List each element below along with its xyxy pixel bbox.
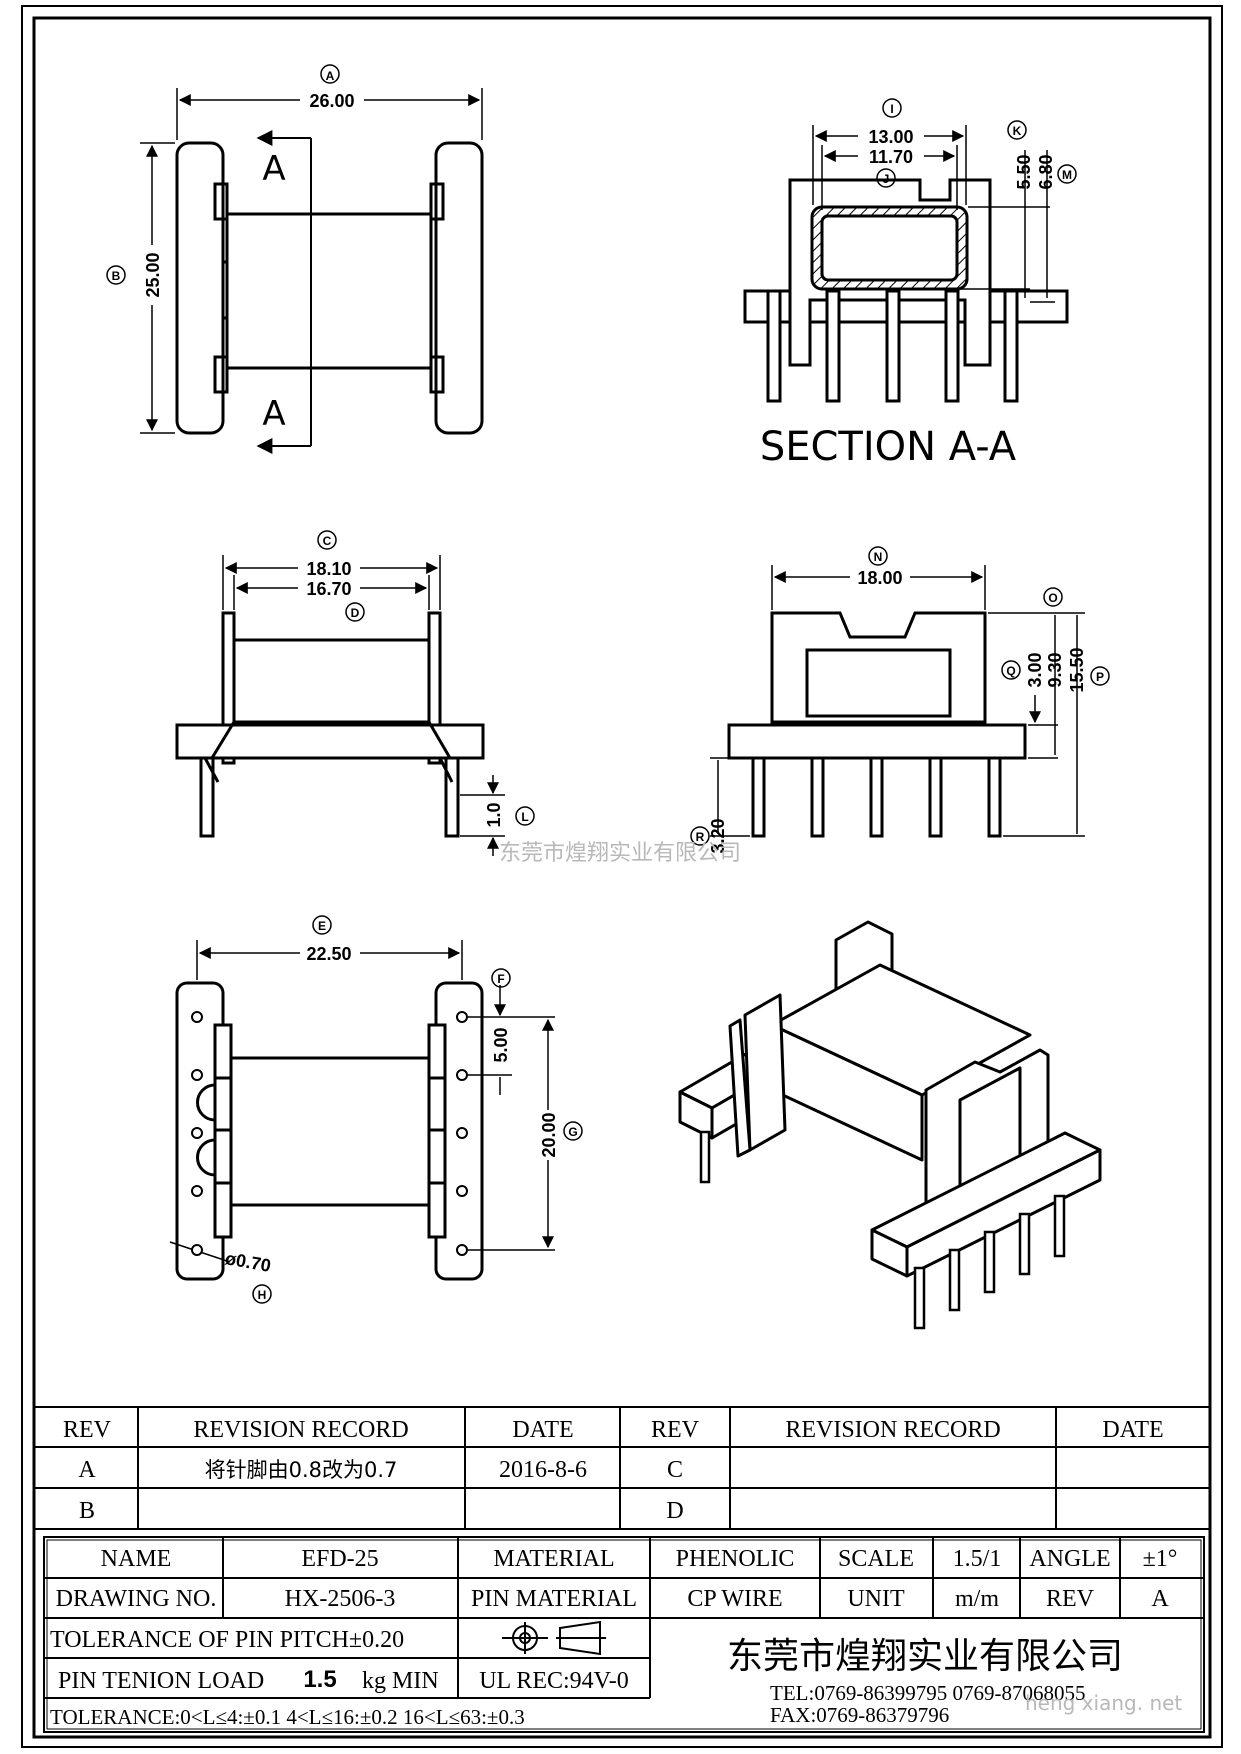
dim-o: 9.30 — [1045, 652, 1065, 687]
revision-table-text: REV REVISION RECORD DATE REV REVISION RE… — [63, 1417, 1164, 1524]
dim-k: 5.50 — [1014, 154, 1034, 189]
ref-q: Q — [1006, 664, 1015, 678]
dim-m: 6.80 — [1036, 154, 1056, 189]
dim-f: 5.00 — [491, 1027, 511, 1062]
bottom-view-labels: E 22.50 F 5.00 20.00 G ø0.70 H — [224, 915, 583, 1304]
dim-a: 26.00 — [309, 91, 354, 111]
dim-c: 18.10 — [306, 559, 351, 579]
front-view — [710, 565, 1085, 838]
side-view — [175, 555, 505, 856]
name-label: NAME — [101, 1546, 172, 1572]
title-block-text: NAME EFD-25 MATERIAL PHENOLIC SCALE 1.5/… — [50, 1546, 1182, 1729]
date-header-2: DATE — [1102, 1417, 1163, 1443]
drawing-no-label: DRAWING NO. — [56, 1586, 217, 1612]
bottom-view-pins — [191, 1011, 468, 1256]
dim-n: 18.00 — [857, 568, 902, 588]
dim-r: 3.20 — [708, 818, 728, 853]
front-view-labels: N 18.00 O Q 3.00 9.30 15.50 P R 3.20 — [690, 546, 1110, 854]
inner-border — [32, 16, 1212, 1739]
pin-load-label: PIN TENION LOAD — [58, 1668, 264, 1694]
unit-label: UNIT — [847, 1586, 905, 1612]
ref-g: G — [568, 1125, 577, 1139]
pin-material-label: PIN MATERIAL — [471, 1586, 637, 1612]
ref-d: D — [351, 606, 360, 620]
dim-h: ø0.70 — [224, 1248, 273, 1276]
section-mark-bottom: A — [262, 394, 285, 434]
projection-symbol-icon — [502, 1620, 606, 1656]
side-view-labels: C 18.10 16.70 D 1.0 L — [306, 530, 535, 828]
scale-label: SCALE — [838, 1546, 914, 1572]
scale-value: 1.5/1 — [953, 1546, 1002, 1572]
pin-load-value: 1.5 — [303, 1666, 336, 1693]
material-label: MATERIAL — [493, 1546, 614, 1572]
ref-e: E — [318, 919, 326, 933]
dim-g: 20.00 — [539, 1112, 559, 1157]
rev-a-record: 将针脚由0.8改为0.7 — [205, 1458, 398, 1482]
rev-b: B — [79, 1498, 95, 1524]
pin-material-value: CP WIRE — [687, 1586, 782, 1612]
pin-load-unit: kg MIN — [362, 1668, 439, 1694]
ref-k: K — [1013, 124, 1022, 138]
company-fax: FAX:0769-86379796 — [770, 1703, 949, 1727]
rev-a-date: 2016-8-6 — [499, 1457, 587, 1483]
unit-value: m/m — [955, 1586, 999, 1612]
pitch-tolerance: TOLERANCE OF PIN PITCH±0.20 — [50, 1627, 404, 1653]
ref-m: M — [1062, 168, 1072, 182]
dim-i: 13.00 — [868, 127, 913, 147]
dim-d: 16.70 — [306, 579, 351, 599]
date-header-1: DATE — [512, 1417, 573, 1443]
drawing-no-value: HX-2506-3 — [285, 1586, 396, 1612]
general-tolerance: TOLERANCE:0<L≤4:±0.1 4<L≤16:±0.2 16<L≤63… — [50, 1705, 525, 1729]
section-mark-top: A — [262, 149, 285, 189]
rev-value: A — [1151, 1586, 1169, 1612]
rev-c: C — [667, 1457, 683, 1483]
ref-o: O — [1048, 591, 1057, 605]
record-header-2: REVISION RECORD — [785, 1417, 1000, 1443]
ref-f: F — [497, 972, 504, 986]
rev-d: D — [666, 1498, 683, 1524]
watermark-site: heng xiang. net — [1025, 1691, 1182, 1715]
ref-c: C — [323, 534, 332, 548]
rev-header-2: REV — [651, 1417, 700, 1443]
ref-l: L — [521, 810, 528, 824]
company-name: 东莞市煌翔实业有限公司 — [727, 1636, 1123, 1677]
dim-e: 22.50 — [306, 944, 351, 964]
dim-q: 3.00 — [1025, 652, 1045, 687]
watermark-company: 东莞市煌翔实业有限公司 — [499, 841, 741, 866]
title-block-grid — [43, 1536, 1205, 1733]
ref-n: N — [874, 550, 883, 564]
dim-b: 25.00 — [143, 252, 163, 297]
revision-table — [33, 1406, 1211, 1530]
ref-j: J — [883, 172, 890, 186]
angle-label: ANGLE — [1029, 1546, 1110, 1572]
bottom-view — [169, 940, 555, 1281]
record-header-1: REVISION RECORD — [193, 1417, 408, 1443]
isometric-view — [678, 920, 1102, 1278]
dim-l: 1.0 — [484, 802, 504, 827]
company-tel: TEL:0769-86399795 0769-87068055 — [770, 1681, 1086, 1705]
ref-r: R — [696, 830, 705, 844]
top-view — [140, 88, 484, 454]
angle-value: ±1° — [1143, 1546, 1178, 1572]
section-view-labels: I 13.00 11.70 J K 5.50 6.80 M SECTION A-… — [760, 98, 1077, 470]
rev-a: A — [78, 1457, 96, 1483]
ul-rating: UL REC:94V-0 — [479, 1668, 629, 1694]
material-value: PHENOLIC — [676, 1546, 795, 1572]
outer-border — [21, 5, 1223, 1748]
section-view — [743, 125, 1069, 403]
part-name: EFD-25 — [301, 1546, 378, 1572]
ref-b: B — [112, 269, 121, 283]
top-view-labels: A 26.00 B 25.00 A A — [106, 64, 355, 434]
dim-p: 15.50 — [1067, 647, 1087, 692]
ref-i: I — [890, 102, 893, 116]
ref-a: A — [326, 69, 335, 83]
section-title: SECTION A-A — [760, 424, 1017, 470]
ref-p: P — [1096, 670, 1104, 684]
rev-label: REV — [1046, 1586, 1095, 1612]
rev-header-1: REV — [63, 1417, 112, 1443]
ref-h: H — [258, 1288, 267, 1302]
dim-j: 11.70 — [869, 147, 913, 167]
isometric-pins — [699, 1130, 1066, 1330]
